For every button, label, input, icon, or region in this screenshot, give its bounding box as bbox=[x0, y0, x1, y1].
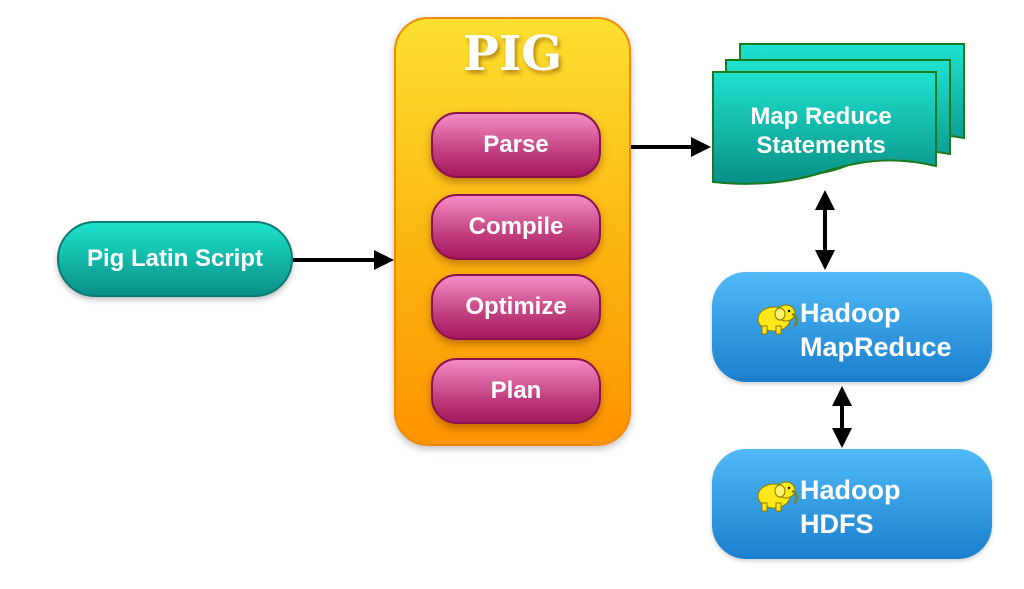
stage-label: Optimize bbox=[465, 293, 567, 320]
hadoop-mapreduce-node: Hadoop MapReduce bbox=[712, 272, 992, 382]
arrow-mapreduce-hdfs bbox=[832, 386, 852, 448]
hadoop-mapreduce-label: Hadoop MapReduce bbox=[800, 296, 952, 364]
hdfs-line-1: Hadoop bbox=[800, 475, 901, 505]
map-reduce-statements-node bbox=[712, 43, 965, 185]
stage-label: Parse bbox=[483, 131, 549, 158]
arrow-pig-to-statements bbox=[631, 137, 711, 157]
pig-latin-script-label: Pig Latin Script bbox=[86, 245, 263, 272]
statements-line-1: Map Reduce bbox=[750, 103, 892, 130]
pig-title: PIG bbox=[462, 26, 563, 82]
hadoop-elephant-icon bbox=[757, 304, 798, 335]
hdfs-line-2: HDFS bbox=[800, 509, 874, 539]
arrow-script-to-pig bbox=[293, 250, 394, 270]
hadoop-hdfs-node: Hadoop HDFS bbox=[712, 449, 992, 559]
stage-label: Compile bbox=[468, 213, 564, 240]
hadoop-elephant-icon bbox=[757, 481, 798, 512]
map-reduce-statements-label: Map Reduce Statements bbox=[712, 102, 930, 160]
mapreduce-line-1: Hadoop bbox=[800, 298, 901, 328]
stage-label: Plan bbox=[490, 377, 542, 404]
document-page-front bbox=[712, 71, 937, 185]
stage-plan: Plan bbox=[431, 358, 601, 424]
hadoop-hdfs-label: Hadoop HDFS bbox=[800, 473, 901, 541]
stage-optimize: Optimize bbox=[431, 274, 601, 340]
stage-parse: Parse bbox=[431, 112, 601, 178]
pig-latin-script-node: Pig Latin Script bbox=[57, 221, 293, 297]
arrow-statements-mapreduce bbox=[815, 190, 835, 270]
mapreduce-line-2: MapReduce bbox=[800, 332, 952, 362]
stage-compile: Compile bbox=[431, 194, 601, 260]
statements-line-2: Statements bbox=[756, 132, 886, 159]
